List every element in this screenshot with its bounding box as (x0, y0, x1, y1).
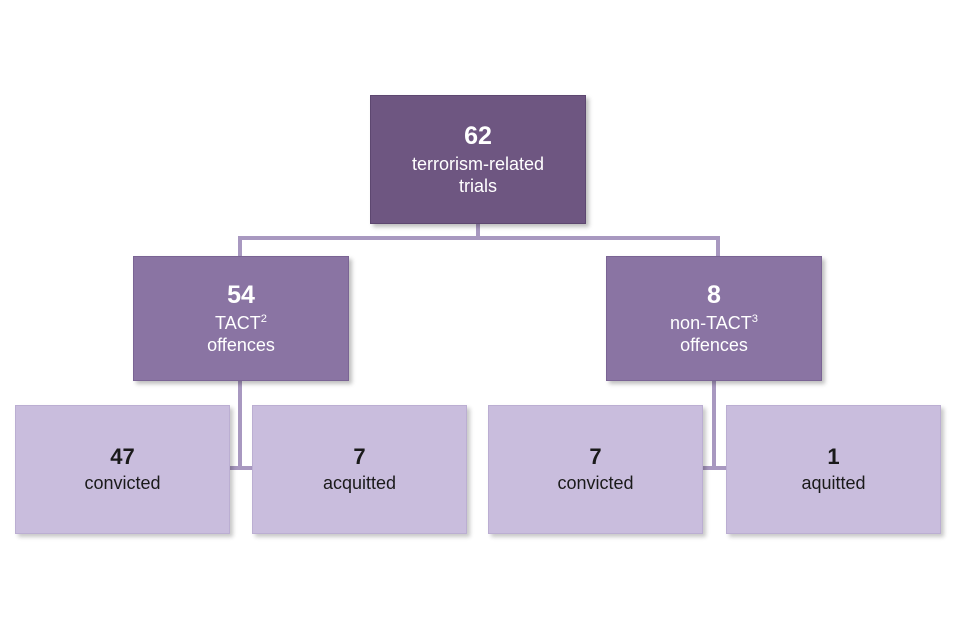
node-tact-convicted-label: convicted (84, 473, 161, 494)
node-non-tact-number: 8 (707, 281, 721, 310)
node-tact-acquitted[interactable]: 7 acquitted (252, 405, 467, 534)
node-terrorism-related-trials[interactable]: 62 terrorism-related trials (370, 95, 586, 224)
node-root-label-line1: terrorism-related (411, 153, 545, 174)
node-non-tact-convicted[interactable]: 7 convicted (488, 405, 703, 534)
node-non-tact-acquitted-label: aquitted (801, 473, 866, 494)
node-root-label-line2: trials (458, 175, 497, 196)
connector-nontact-bar (702, 466, 726, 470)
node-tact-convicted-number: 47 (110, 443, 135, 469)
node-non-tact-footnote-marker: 3 (751, 312, 758, 325)
node-non-tact-convicted-number: 7 (589, 443, 602, 469)
node-tact-offences[interactable]: 54 TACT2 offences (133, 256, 349, 381)
node-tact-acquitted-label: acquitted (322, 473, 397, 494)
connector-root-bar (238, 236, 720, 240)
connector-tact-bar (228, 466, 252, 470)
node-non-tact-label-line2: offences (680, 334, 748, 355)
node-tact-label-line2: offences (207, 334, 275, 355)
node-non-tact-offences[interactable]: 8 non-TACT3 offences (606, 256, 822, 381)
node-tact-acquitted-number: 7 (353, 443, 366, 469)
connector-to-nontact (716, 236, 720, 256)
node-tact-label-text: TACT (215, 312, 261, 333)
node-tact-convicted[interactable]: 47 convicted (15, 405, 230, 534)
node-tact-label-line1: TACT2 (215, 313, 267, 335)
node-non-tact-label-text: non-TACT (670, 312, 752, 333)
connector-nontact-stem (712, 378, 716, 470)
connector-tact-stem (238, 378, 242, 470)
node-non-tact-convicted-label: convicted (557, 473, 634, 494)
node-root-number: 62 (464, 122, 492, 151)
node-tact-footnote-marker: 2 (260, 312, 267, 325)
connector-root-stem (476, 224, 480, 238)
node-tact-number: 54 (227, 281, 255, 310)
node-non-tact-label-line1: non-TACT3 (670, 313, 758, 335)
node-non-tact-acquitted-number: 1 (827, 443, 840, 469)
connector-to-tact (238, 236, 242, 256)
node-non-tact-acquitted[interactable]: 1 aquitted (726, 405, 941, 534)
